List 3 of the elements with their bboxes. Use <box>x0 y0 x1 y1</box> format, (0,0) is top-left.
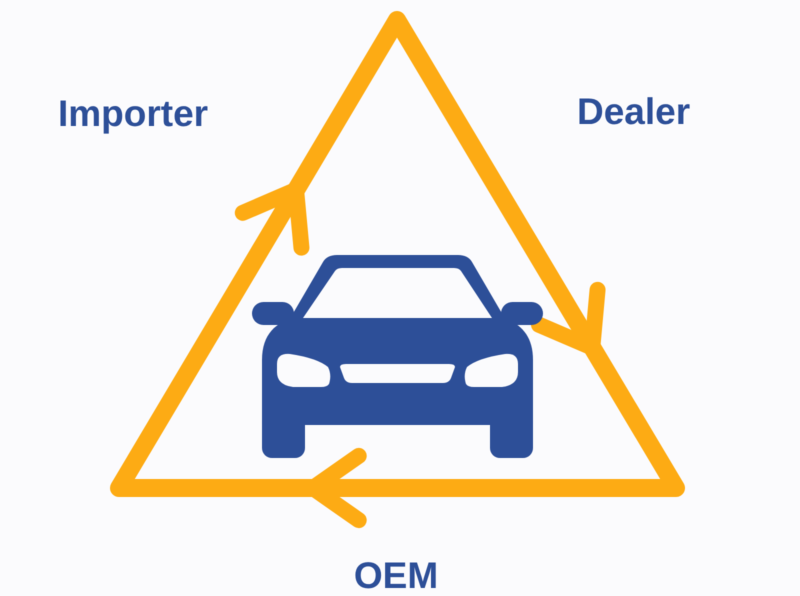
role-label: Dealer <box>577 93 690 130</box>
role-label: Importer <box>58 95 208 132</box>
role-label: OEM <box>354 557 438 594</box>
